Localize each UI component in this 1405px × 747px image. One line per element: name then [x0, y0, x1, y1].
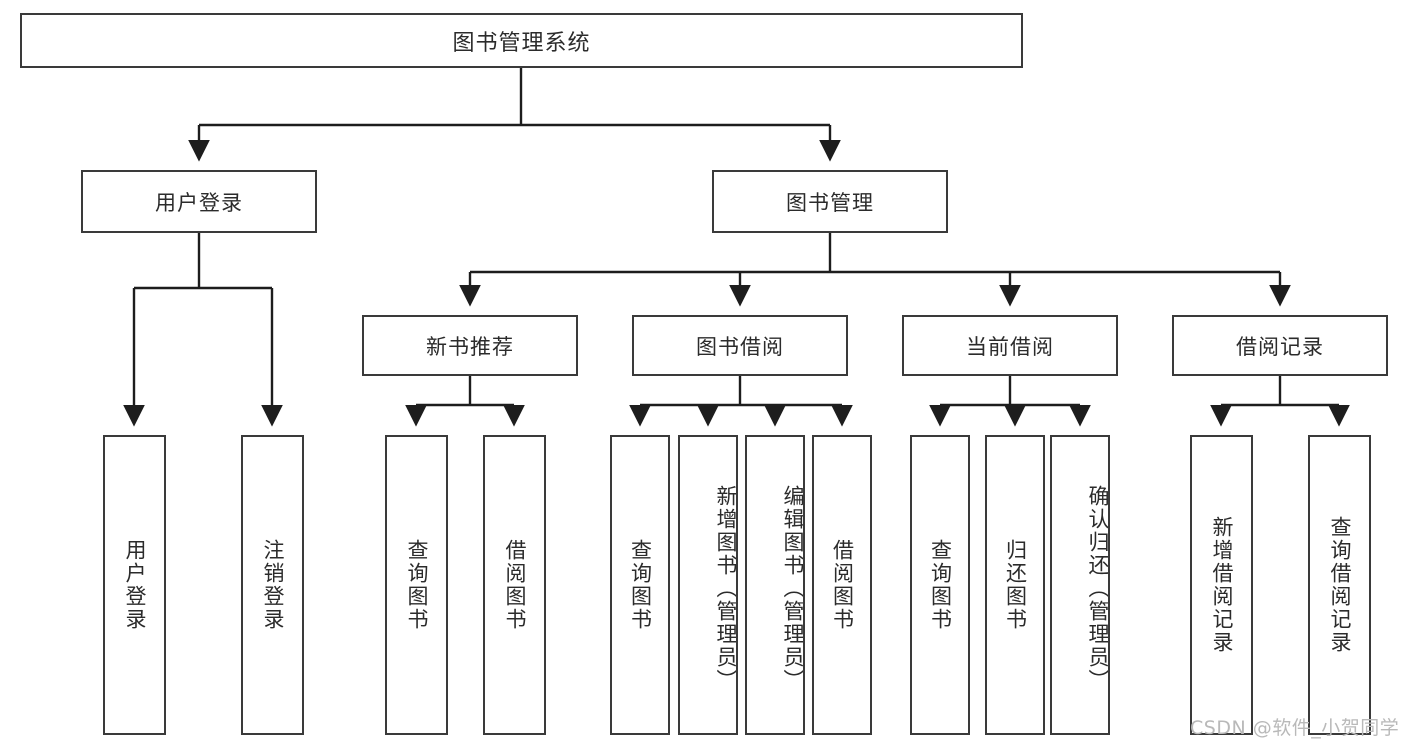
- node-borrow-record[interactable]: 借阅记录: [1172, 315, 1388, 376]
- leaf-user-login[interactable]: 用户登录: [103, 435, 166, 735]
- leaf-return-book[interactable]: 归还图书: [985, 435, 1045, 735]
- leaf-user-logout[interactable]: 注销登录: [241, 435, 304, 735]
- leaf-add-book-admin[interactable]: 新增图书（管理员）: [678, 435, 738, 735]
- leaf-edit-book-admin[interactable]: 编辑图书（管理员）: [745, 435, 805, 735]
- leaf-lend-book[interactable]: 借阅图书: [812, 435, 872, 735]
- leaf-query-book-recommend[interactable]: 查询图书: [385, 435, 448, 735]
- node-book-borrow[interactable]: 图书借阅: [632, 315, 848, 376]
- node-book-management[interactable]: 图书管理: [712, 170, 948, 233]
- node-current-borrow[interactable]: 当前借阅: [902, 315, 1118, 376]
- leaf-add-borrow-record[interactable]: 新增借阅记录: [1190, 435, 1253, 735]
- leaf-confirm-return-admin[interactable]: 确认归还（管理员）: [1050, 435, 1110, 735]
- node-new-book-recommend[interactable]: 新书推荐: [362, 315, 578, 376]
- csdn-watermark: CSDN @软件_小贺同学: [1190, 717, 1400, 739]
- leaf-query-book-borrow[interactable]: 查询图书: [610, 435, 670, 735]
- leaf-query-book-current[interactable]: 查询图书: [910, 435, 970, 735]
- leaf-query-borrow-record[interactable]: 查询借阅记录: [1308, 435, 1371, 735]
- node-user-login[interactable]: 用户登录: [81, 170, 317, 233]
- leaf-borrow-book-recommend[interactable]: 借阅图书: [483, 435, 546, 735]
- node-root-system[interactable]: 图书管理系统: [20, 13, 1023, 68]
